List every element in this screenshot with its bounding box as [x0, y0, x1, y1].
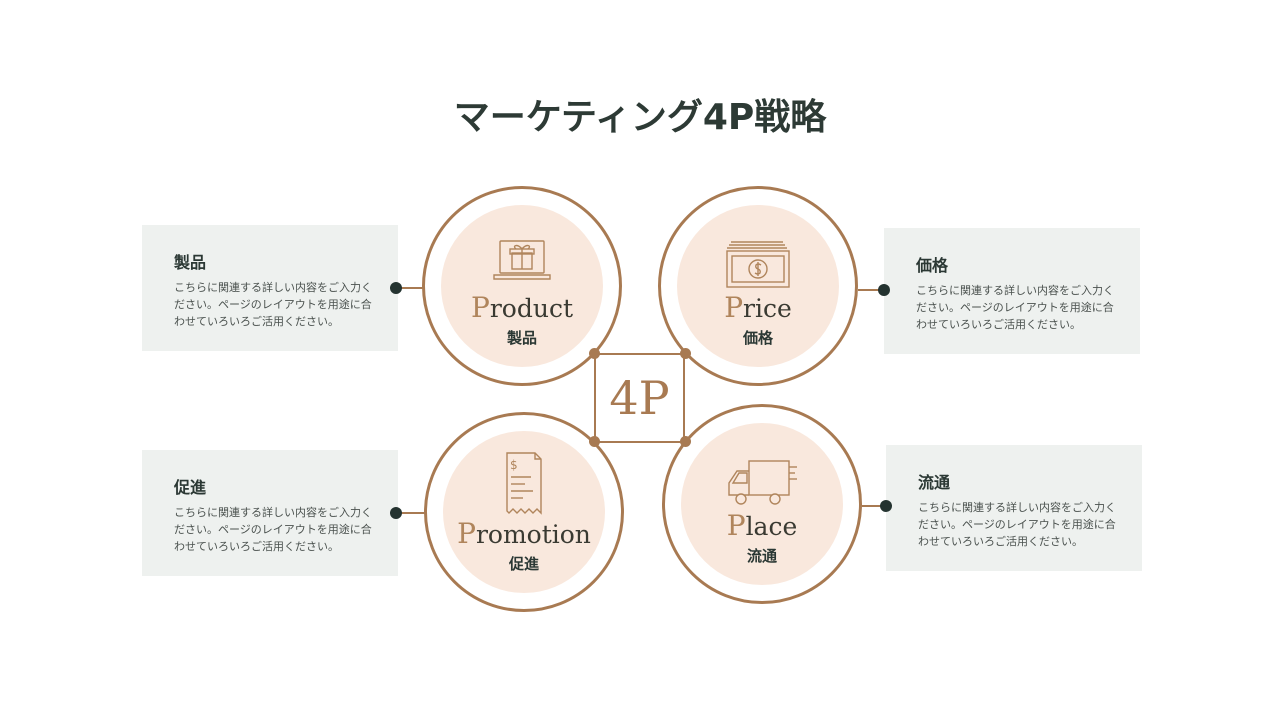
circle-promotion-fill: $ Promotion 促進 [443, 431, 605, 593]
center-box-corner-dot [589, 348, 600, 359]
circle-price-jp: 価格 [742, 329, 773, 347]
circle-promotion-en-first: P [457, 517, 476, 550]
card-promotion-title: 促進 [174, 478, 207, 497]
connector-dot-promotion [390, 507, 402, 519]
card-product: 製品 こちらに関連する詳しい内容をご入力ください。ページのレイアウトを用途に合わ… [142, 225, 398, 351]
card-place: 流通 こちらに関連する詳しい内容をご入力ください。ページのレイアウトを用途に合わ… [886, 445, 1142, 571]
connector-dot-product [390, 282, 402, 294]
card-price: 価格 こちらに関連する詳しい内容をご入力ください。ページのレイアウトを用途に合わ… [884, 228, 1140, 354]
circle-promotion-en: Promotion [443, 517, 605, 550]
circle-price-fill: Price 価格 [677, 205, 839, 367]
center-4p-box: 4P [594, 353, 685, 443]
circle-product-en: Product [441, 291, 603, 324]
connector-place [862, 505, 888, 507]
page-title: マーケティング4P戦略 [453, 97, 827, 138]
connector-product [398, 287, 424, 289]
circle-price-en: Price [677, 291, 839, 324]
circle-place-jp: 流通 [746, 547, 777, 565]
circle-product-en-first: P [471, 291, 490, 324]
card-promotion-body: こちらに関連する詳しい内容をご入力ください。ページのレイアウトを用途に合わせてい… [174, 506, 372, 553]
center-box-corner-dot [589, 436, 600, 447]
circle-place-fill: Place 流通 [681, 423, 843, 585]
center-box-corner-dot [680, 436, 691, 447]
circle-place-en-rest: lace [745, 512, 798, 541]
circle-promotion-en-rest: romotion [475, 520, 591, 549]
delivery-truck-icon [728, 460, 797, 505]
circle-price: Price 価格 [658, 186, 858, 386]
card-price-title: 価格 [916, 256, 949, 275]
card-promotion: 促進 こちらに関連する詳しい内容をご入力ください。ページのレイアウトを用途に合わ… [142, 450, 398, 576]
receipt-icon: $ [506, 452, 542, 515]
card-product-title: 製品 [174, 253, 207, 272]
circle-product-jp: 製品 [506, 329, 537, 347]
circle-price-en-rest: rice [743, 294, 792, 323]
connector-dot-price [878, 284, 890, 296]
banknote-icon [726, 241, 790, 288]
circle-place-en: Place [681, 509, 843, 542]
circle-product-en-rest: roduct [489, 294, 573, 323]
circle-price-en-first: P [724, 291, 744, 324]
center-4p-label: 4P [609, 371, 670, 425]
card-place-title: 流通 [918, 473, 951, 492]
circle-place: Place 流通 [662, 404, 862, 604]
connector-dot-place [880, 500, 892, 512]
circle-product-fill: Product 製品 [441, 205, 603, 367]
circle-product: Product 製品 [422, 186, 622, 386]
card-product-body: こちらに関連する詳しい内容をご入力ください。ページのレイアウトを用途に合わせてい… [174, 281, 372, 328]
svg-text:$: $ [510, 458, 518, 472]
connector-price [858, 289, 886, 291]
connector-promotion [398, 512, 426, 514]
card-price-body: こちらに関連する詳しい内容をご入力ください。ページのレイアウトを用途に合わせてい… [916, 284, 1114, 331]
laptop-gift-icon [493, 240, 551, 280]
center-box-corner-dot [680, 348, 691, 359]
circle-place-en-first: P [726, 509, 746, 542]
card-place-body: こちらに関連する詳しい内容をご入力ください。ページのレイアウトを用途に合わせてい… [918, 501, 1116, 548]
circle-promotion-jp: 促進 [508, 555, 539, 573]
